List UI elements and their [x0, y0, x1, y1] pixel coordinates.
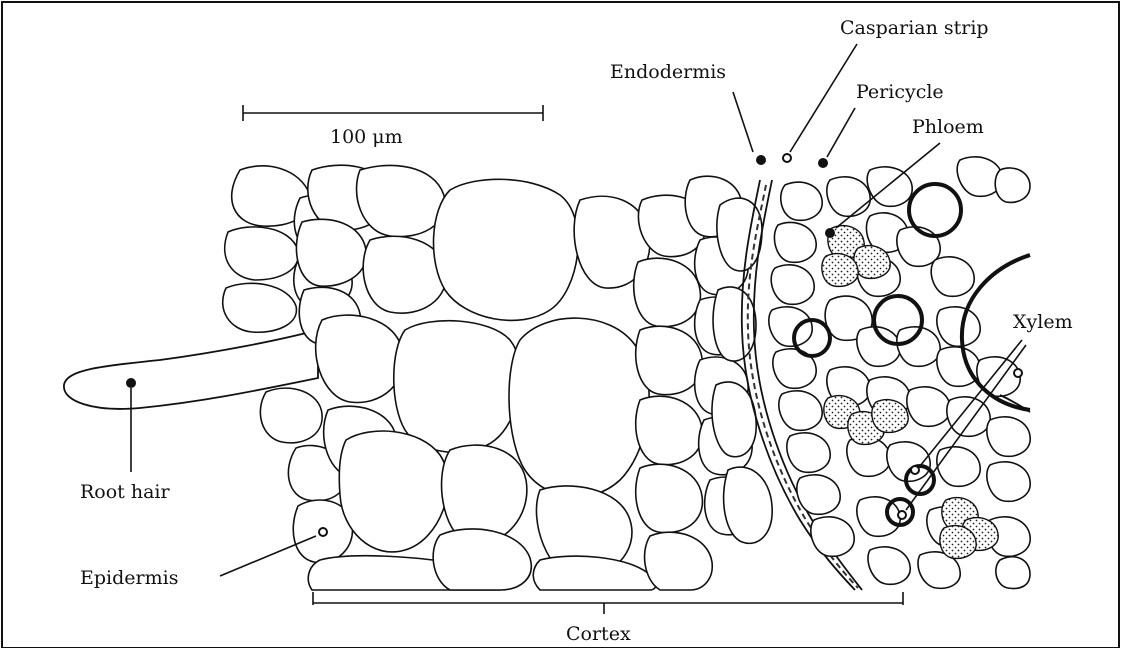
cortex-bracket	[313, 592, 903, 614]
cortex-cells	[296, 165, 758, 590]
scale-bar-label: 100 μm	[330, 126, 403, 148]
label-xylem: Xylem	[1013, 311, 1073, 333]
label-casparian-strip: Casparian strip	[840, 17, 989, 39]
label-endodermis: Endodermis	[610, 61, 726, 83]
pointer-casparian-strip	[783, 44, 857, 162]
scale-bar	[243, 105, 543, 121]
pointer-endodermis	[733, 92, 766, 165]
label-root-hair: Root hair	[80, 481, 170, 503]
pointer-pericycle	[818, 108, 855, 168]
label-cortex: Cortex	[566, 623, 631, 645]
label-phloem: Phloem	[912, 116, 984, 138]
label-epidermis: Epidermis	[80, 567, 178, 589]
label-pericycle: Pericycle	[856, 81, 944, 103]
